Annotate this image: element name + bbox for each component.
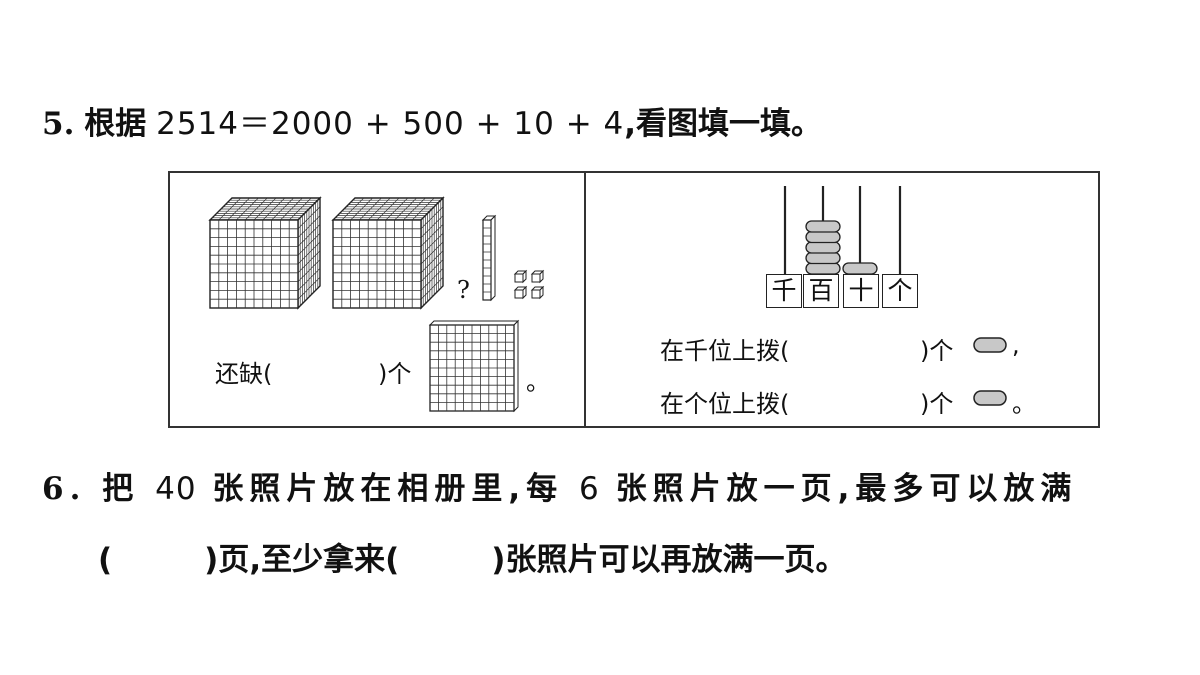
- unit-cube: [530, 285, 545, 300]
- abacus-bead: [805, 220, 841, 233]
- question-text: )页,至少拿来(: [204, 542, 400, 578]
- abacus-bead: [805, 241, 841, 254]
- abacus: [783, 186, 902, 275]
- place-tens: 十: [843, 274, 879, 308]
- question-text: (: [98, 542, 113, 578]
- question-suffix: ,看图填一填。: [624, 106, 823, 142]
- question-prefix: 根据: [84, 106, 147, 142]
- missing-blank-end: 。: [526, 368, 550, 396]
- bead-icon: [973, 390, 1007, 406]
- question-text: 张照片放一页,最多可以放满: [615, 471, 1078, 507]
- question-number: 5.: [42, 106, 75, 142]
- question-5-title: 5. 根据 2514＝2000 + 500 + 10 + 4,看图填一填。: [42, 98, 822, 143]
- thousands-line-suffix: )个: [920, 337, 954, 365]
- thousands-line-end: ,: [1012, 331, 1020, 359]
- question-6-line-2: ( )页,至少拿来( )张照片可以再放满一页。: [98, 534, 846, 579]
- abacus-bead: [805, 262, 841, 275]
- unit-cube: [513, 285, 528, 300]
- thousand-cube: [208, 196, 322, 310]
- place-ones: 个: [882, 274, 918, 308]
- figure-frame: [168, 171, 1100, 428]
- unit-cube: [530, 269, 545, 284]
- place-hundreds: 百: [803, 274, 839, 308]
- unit-cube: [513, 269, 528, 284]
- place-thousands: 千: [766, 274, 802, 308]
- question-text: 把: [102, 471, 140, 507]
- base-ten-blocks: [208, 196, 545, 413]
- abacus-bead: [805, 251, 841, 265]
- ten-rod: [481, 214, 497, 302]
- question-6-line-1: 6. 把 40 张照片放在相册里,每 6 张照片放一页,最多可以放满: [42, 463, 1077, 508]
- ones-line-suffix: )个: [920, 390, 954, 418]
- equation: 2514＝2000 + 500 + 10 + 4: [156, 106, 625, 142]
- figure-divider: [584, 171, 586, 428]
- ones-blank-answer[interactable]: [840, 384, 915, 412]
- question-mark: ?: [457, 276, 470, 304]
- question-number: 6.: [42, 471, 87, 507]
- missing-blank-suffix: )个: [378, 360, 412, 388]
- photos-per-page: 6: [579, 471, 600, 507]
- thousands-blank-answer[interactable]: [840, 331, 915, 359]
- question-text: )张照片可以再放满一页。: [491, 542, 847, 578]
- abacus-bead: [805, 230, 841, 244]
- missing-blank-answer[interactable]: [290, 354, 370, 382]
- bead-icon: [973, 337, 1007, 353]
- missing-blank-prefix: 还缺(: [215, 360, 273, 388]
- hundred-flat: [428, 319, 520, 413]
- ones-line-prefix: 在个位上拨(: [660, 390, 790, 418]
- question-text: 张照片放在相册里,每: [212, 471, 564, 507]
- thousand-cube: [331, 196, 445, 310]
- ones-line-end: 。: [1012, 390, 1036, 418]
- thousands-line-prefix: 在千位上拨(: [660, 337, 790, 365]
- photo-count: 40: [155, 471, 197, 507]
- abacus-bead: [842, 262, 878, 275]
